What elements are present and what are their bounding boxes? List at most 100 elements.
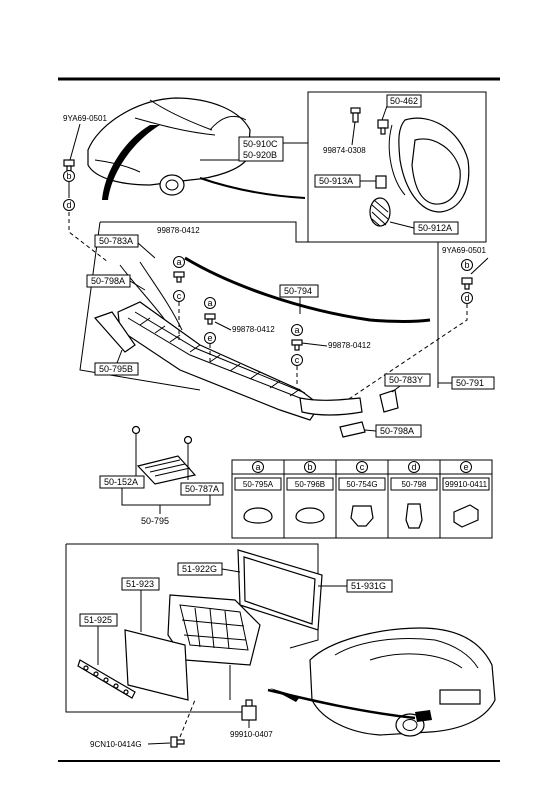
marker-c-2-text: c: [295, 355, 300, 365]
screw-icon-a3: [291, 339, 303, 351]
dashed-leader-left: [68, 212, 109, 263]
leader-9ya69-left: [69, 123, 81, 161]
legend-marker-text-e: e: [463, 462, 468, 472]
callout-99874-0308: 99874-0308: [323, 146, 366, 155]
marker-c-2: [291, 354, 303, 366]
callout-9ya69-left: 9YA69-0501: [63, 114, 107, 123]
leader-50-912a: [389, 221, 415, 229]
callout-50-462: 50-462: [390, 96, 418, 106]
callout-51-923: 51-923: [126, 579, 154, 589]
clip-icon-50-913a: [375, 175, 387, 189]
marker-d-left: [63, 199, 75, 211]
legend-part-b: 50-796B: [295, 480, 325, 489]
legend-marker-text-b: b: [307, 462, 312, 472]
legend-marker-b: [304, 461, 316, 473]
legend-cell-c: c 50-754G: [338, 461, 386, 527]
marker-b-right-text: b: [464, 260, 469, 270]
marker-a-2-text: a: [207, 298, 212, 308]
legend-marker-text-a: a: [255, 462, 260, 472]
callout-box-50-787a: [180, 482, 224, 496]
legend-marker-text-c: c: [360, 462, 365, 472]
front-car-illustration: [87, 97, 251, 200]
legend-cell-b: b 50-796B: [286, 461, 334, 524]
legend-fastener-icon-d: [405, 503, 423, 529]
screw-icon-a2: [204, 313, 216, 325]
callout-99878-0412-a: 99878-0412: [157, 226, 200, 235]
callout-50-787a: 50-787A: [185, 484, 219, 494]
screw-icon-a1: [173, 271, 185, 283]
marker-d-right-text: d: [464, 293, 469, 303]
marker-a-1: [173, 256, 185, 268]
callout-50-791: 50-791: [456, 378, 484, 388]
screw-icon-right: [461, 277, 473, 290]
callout-50-783a: 50-783A: [99, 236, 133, 246]
callout-9cn10-0414g: 9CN10-0414G: [90, 740, 142, 749]
callout-99910-0407: 99910-0407: [230, 730, 273, 739]
leader-51-922g: [221, 568, 241, 573]
legend-part-a: 50-795A: [243, 480, 274, 489]
callout-50-798a-top: 50-798A: [91, 276, 125, 286]
legend-marker-a: [252, 461, 264, 473]
leader-50-795b: [116, 349, 123, 364]
side-trim-783y: [379, 389, 399, 413]
cover-plate-illustration: [124, 629, 189, 701]
leader-99874: [351, 121, 356, 146]
legend-marker-c: [356, 461, 368, 473]
callout-50-795b: 50-795B: [99, 364, 133, 374]
leader-50-783a: [137, 242, 156, 259]
cap-798a: [339, 421, 366, 438]
leader-99878-c: [301, 342, 328, 347]
legend-cell-e: e 99910-0411: [442, 461, 490, 528]
clip-icon-99910-0407: [241, 699, 257, 721]
callout-50-912a: 50-912A: [418, 223, 452, 233]
legend-part-box-e: [442, 477, 490, 491]
assembly-frame-top: [100, 221, 439, 388]
marker-a-2: [204, 297, 216, 309]
callout-box-50-783a: [94, 234, 139, 248]
legend-part-e: 99910-0411: [445, 480, 488, 489]
assembly-frame-left: [79, 221, 201, 391]
legend-part-box-a: [234, 477, 282, 491]
legend-part-c: 50-754G: [346, 480, 377, 489]
callout-box-50-783y: [384, 373, 431, 387]
callout-box-50-795b: [94, 362, 139, 376]
side-trim-795b: [93, 311, 136, 353]
seal-frame-illustration: [237, 549, 323, 631]
hood-seal-highlight: [184, 261, 431, 326]
callout-box-50-794: [279, 284, 319, 298]
callout-50-783y: 50-783Y: [389, 375, 423, 385]
legend-marker-text-d: d: [411, 462, 416, 472]
legend-fastener-icon-c: [350, 505, 374, 527]
leader-50-798a-top: [129, 280, 146, 291]
marker-b-left: [63, 170, 75, 182]
legend-part-box-c: [338, 477, 386, 491]
clip-pair-illustration: [131, 425, 197, 485]
fuel-lid-illustration: [388, 117, 470, 213]
callout-50-798a-bot: 50-798A: [380, 426, 414, 436]
legend-part-box-d: [390, 477, 438, 491]
legend-cell-a: a 50-795A: [234, 461, 282, 524]
legend-fastener-icon-e: [453, 504, 479, 528]
vent-unit-illustration: [167, 594, 261, 666]
leader-curve-top: [199, 177, 306, 199]
legend-cell-d: d50-798: [390, 461, 438, 529]
callout-box-50-910c: [238, 136, 284, 162]
legend-marker-e: [460, 461, 472, 473]
callout-50-910c: 50-910C: [243, 139, 278, 149]
dash-9cn10: [179, 699, 196, 738]
marker-a-3-text: a: [294, 325, 299, 335]
rear-car-illustration: [309, 627, 496, 737]
callout-50-913a: 50-913A: [319, 176, 353, 186]
callout-50-795: 50-795: [141, 516, 169, 526]
dashed-leader-right: [339, 304, 468, 406]
marker-c-1-text: c: [177, 291, 182, 301]
callout-51-922g: 51-922G: [182, 564, 217, 574]
callout-50-152a: 50-152A: [104, 477, 138, 487]
marker-d-right: [461, 292, 473, 304]
callout-box-50-462: [386, 94, 422, 108]
legend-part-box-b: [286, 477, 334, 491]
marker-b-right: [461, 259, 473, 271]
leader-50-462: [381, 105, 388, 121]
marker-c-1: [173, 290, 185, 302]
